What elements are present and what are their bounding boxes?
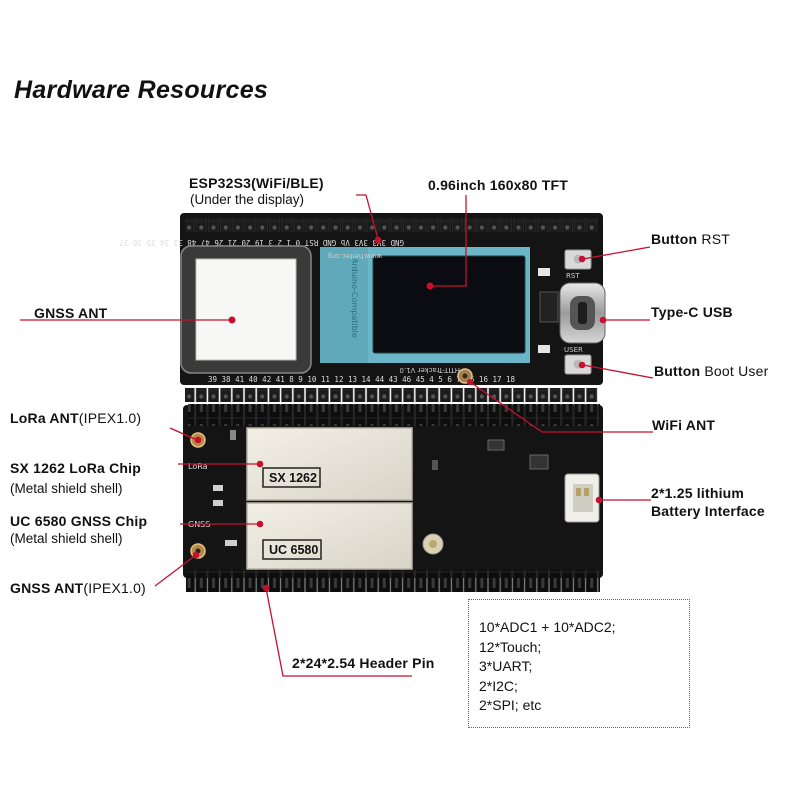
spec-box: 10*ADC1 + 10*ADC2; 12*Touch; 3*UART; 2*I…: [468, 599, 690, 728]
svg-text:LoRa: LoRa: [188, 462, 208, 471]
label-boot-main: Button: [654, 363, 701, 379]
leader-boot: [582, 364, 654, 379]
top-board: GND 3V3 3V3 Vb GND RST 0 1 2 3 19 20 21 …: [120, 213, 606, 402]
label-battery-line1: 2*1.25 lithium: [651, 485, 745, 501]
leader-wifi: [469, 381, 653, 433]
leader-gnss-ipex: [154, 554, 197, 587]
label-esp32-sub: (Under the display): [190, 192, 305, 207]
spec-line-2: 12*Touch;: [479, 638, 542, 655]
header-bottom-upper: [188, 404, 600, 426]
dot-gnss-ant: [228, 316, 236, 324]
svg-text:Arduino-Compatible: Arduino-Compatible: [350, 258, 359, 338]
dot-esp32: [374, 236, 382, 244]
svg-text:39 38 41 40 42 41 8 9 10 11 12: 39 38 41 40 42 41 8 9 10 11 12 13 14 44 …: [208, 375, 516, 384]
spec-line-3: 3*UART;: [479, 658, 533, 674]
dot-battery: [595, 496, 603, 504]
label-uc6580-sub: (Metal shield shell): [10, 531, 123, 546]
shield-uc6580: UC 6580: [246, 502, 413, 570]
label-header: 2*24*2.54 Header Pin: [292, 655, 435, 671]
label-gnss-ant: GNSS ANT: [34, 305, 108, 321]
dot-gnss-ipex: [192, 551, 200, 559]
label-sx1262: SX 1262 LoRa Chip: [10, 460, 141, 476]
gnss-antenna: [180, 245, 312, 374]
header-top-lower: [185, 388, 598, 402]
leader-dots: [192, 236, 607, 592]
dot-sx1262: [256, 460, 264, 468]
dot-header: [262, 584, 270, 592]
leader-lines: [20, 194, 654, 677]
label-lora-ant-main: LoRa ANT: [10, 410, 79, 426]
svg-text:UC 6580: UC 6580: [269, 543, 318, 557]
label-uc6580: UC 6580 GNSS Chip: [10, 513, 148, 529]
label-esp32: ESP32S3(WiFi/BLE): [189, 175, 324, 191]
page-title: Hardware Resources: [14, 76, 269, 104]
dot-lora-ant: [194, 436, 202, 444]
svg-text:SX 1262: SX 1262: [269, 471, 317, 485]
dot-uc6580: [256, 520, 264, 528]
label-gnss-ipex: GNSS ANT(IPEX1.0): [10, 580, 146, 596]
leader-lora-ant: [169, 427, 198, 441]
dot-tft: [426, 282, 434, 290]
usb-c-port: [559, 282, 606, 344]
leader-esp32: [356, 194, 379, 240]
label-lora-ant: LoRa ANT(IPEX1.0): [10, 410, 141, 426]
dot-wifi: [467, 379, 473, 385]
label-battery-line2: Battery Interface: [651, 503, 765, 519]
label-rst: Button RST: [651, 231, 730, 247]
label-lora-ant-ipex: (IPEX1.0): [78, 410, 142, 426]
svg-text:GND 3V3 3V3 Vb GND RST 0 1 2 3: GND 3V3 3V3 Vb GND RST 0 1 2 3 19 20 21 …: [120, 238, 404, 247]
dot-boot: [578, 361, 586, 369]
label-boot: Button Boot User: [654, 363, 768, 379]
label-boot-sub: Boot User: [700, 363, 769, 379]
svg-text:USER: USER: [564, 346, 583, 354]
label-rst-main: Button: [651, 231, 698, 247]
spec-line-4: 2*I2C;: [479, 677, 518, 694]
bottom-board: LoRa GNSS SX 1262 UC 6580: [183, 404, 603, 592]
leader-tft: [431, 195, 467, 287]
spec-line-1: 10*ADC1 + 10*ADC2;: [479, 619, 616, 635]
label-sx1262-sub: (Metal shield shell): [10, 481, 123, 496]
button-boot: USER: [564, 346, 592, 375]
svg-text:RST: RST: [566, 272, 580, 280]
pin-numbers: GND 3V3 3V3 Vb GND RST 0 1 2 3 19 20 21 …: [120, 238, 516, 384]
label-rst-sub: RST: [697, 231, 730, 247]
svg-text:HTIT-Tracker V1.0: HTIT-Tracker V1.0: [399, 366, 460, 374]
label-tft: 0.96inch 160x80 TFT: [428, 177, 568, 193]
battery-connector: [564, 473, 600, 523]
shield-sx1262: SX 1262: [246, 427, 413, 501]
leader-header: [265, 587, 412, 677]
dot-rst: [578, 255, 586, 263]
leader-rst: [582, 246, 651, 260]
label-gnss-ipex-main: GNSS ANT: [10, 580, 84, 596]
label-wifi-ant: WiFi ANT: [652, 417, 716, 433]
header-bottom-lower: [186, 570, 600, 592]
tft-display: Arduino-Compatible: [320, 247, 530, 363]
dot-typec: [599, 316, 607, 324]
svg-text:www.heltec.org: www.heltec.org: [328, 252, 382, 260]
header-top-upper: [185, 218, 598, 232]
label-typec: Type-C USB: [651, 304, 733, 320]
spec-line-5: 2*SPI; etc: [479, 697, 542, 713]
label-gnss-ipex-ipex: (IPEX1.0): [83, 580, 146, 596]
